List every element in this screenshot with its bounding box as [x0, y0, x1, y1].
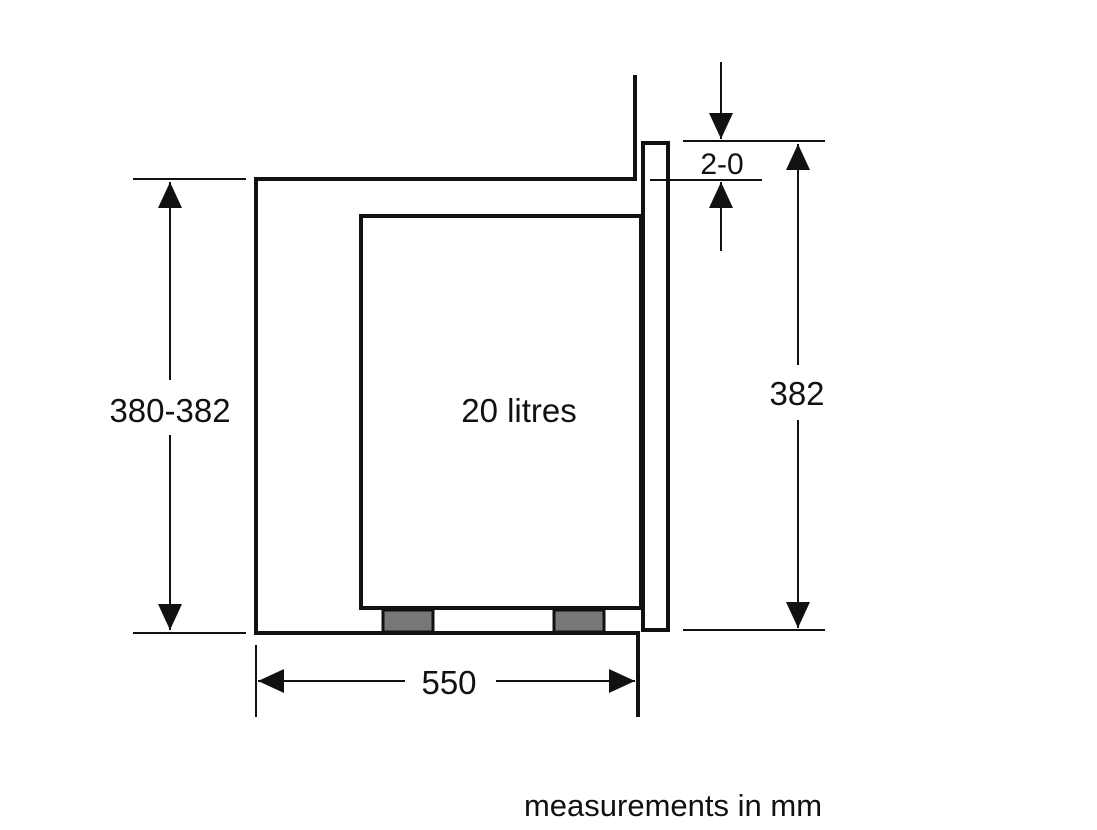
volume-label: 20 litres	[461, 392, 577, 429]
appliance-height-label: 382	[769, 375, 824, 412]
door-panel	[641, 141, 670, 632]
dimension-gap: 2-0	[650, 62, 762, 251]
units-note: measurements in mm	[524, 788, 822, 823]
dimension-depth: 550	[255, 645, 635, 717]
foot-left	[381, 608, 435, 634]
depth-label: 550	[421, 664, 476, 701]
dimension-cabinet-height: 380-382	[109, 178, 246, 634]
foot-right	[552, 608, 606, 634]
gap-label: 2-0	[700, 148, 743, 181]
cabinet-height-label: 380-382	[109, 392, 230, 429]
cabinet-outline	[254, 75, 640, 717]
dimension-appliance-height: 382	[683, 140, 825, 631]
